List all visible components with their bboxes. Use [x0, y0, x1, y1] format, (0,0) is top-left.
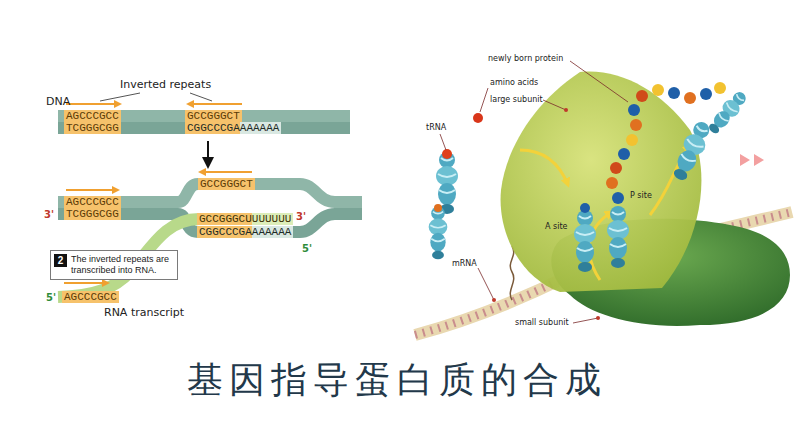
- strand-label: DNA: [46, 96, 70, 108]
- part-label: P site: [630, 191, 652, 201]
- leader-lines: [440, 61, 628, 323]
- sequence: TCGGGCGG: [64, 122, 121, 134]
- leader-dots: [492, 108, 600, 320]
- sequence: GCCGGGCUUUUUUU: [197, 213, 293, 225]
- amino-acid: [580, 203, 590, 213]
- part-label: mRNA: [452, 259, 477, 269]
- part-label: tRNA: [426, 123, 446, 133]
- trna-shape: [429, 207, 448, 260]
- protein-chain: [606, 82, 726, 204]
- trna-shape: [669, 118, 715, 183]
- bracket-line: [100, 93, 212, 101]
- node-text: 2: [54, 254, 67, 267]
- node-text: The inverted repeats are transcribed int…: [71, 254, 173, 276]
- mrna-cap: [510, 246, 513, 300]
- flow-arrow: [589, 212, 612, 280]
- part-label: amino acids: [490, 78, 538, 88]
- step-arrow: [207, 141, 209, 166]
- dna-strand: [58, 110, 350, 122]
- end-label: 3': [296, 211, 306, 223]
- callout-box: The inverted repeats are transcribed int…: [50, 250, 178, 280]
- amino-acid: [473, 113, 483, 123]
- flow-arrow: [520, 150, 568, 185]
- part-label: A site: [545, 222, 567, 232]
- amino-acid: [434, 204, 442, 212]
- dna-strand: [58, 122, 350, 134]
- sequence: GCCGGGCT: [185, 110, 242, 122]
- part-label: RNA transcript: [104, 307, 184, 319]
- sequence: AGCCCGCC: [62, 291, 119, 303]
- amino-acid: [442, 149, 452, 159]
- sequence: AGCCCGCC: [64, 196, 121, 208]
- repeat-arrow: [200, 171, 252, 173]
- dna-duplex: [58, 93, 350, 134]
- ribosome: [415, 61, 792, 335]
- callout-number: 2: [54, 254, 67, 267]
- repeat-arrow: [188, 103, 242, 105]
- part-label: large subunit: [490, 95, 543, 105]
- part-label: small subunit: [515, 318, 569, 328]
- trna-shape: [574, 210, 596, 272]
- title-text: 基因指导蛋白质的合成: [187, 358, 607, 402]
- repeat-arrow: [64, 282, 108, 284]
- end-label: 3': [44, 209, 54, 221]
- sequence: CGGCCCGAAAAAAA: [185, 122, 281, 134]
- repeat-arrow: [66, 189, 118, 191]
- sequence: TCGGGCGG: [64, 208, 121, 220]
- end-label: 5': [46, 292, 56, 304]
- trna-shape: [607, 206, 629, 268]
- part-label: newly born protein: [488, 54, 563, 64]
- repeat-arrow: [66, 103, 120, 105]
- sequence: AGCCCGCC: [64, 110, 121, 122]
- large-subunit: [501, 72, 702, 292]
- sequence: CGGCCCGAAAAAAA: [197, 226, 293, 238]
- end-label: 5': [302, 243, 312, 255]
- exit-arrows: [740, 154, 764, 166]
- sequence: GCCGGGCT: [198, 178, 255, 190]
- heading-label: Inverted repeats: [120, 79, 211, 91]
